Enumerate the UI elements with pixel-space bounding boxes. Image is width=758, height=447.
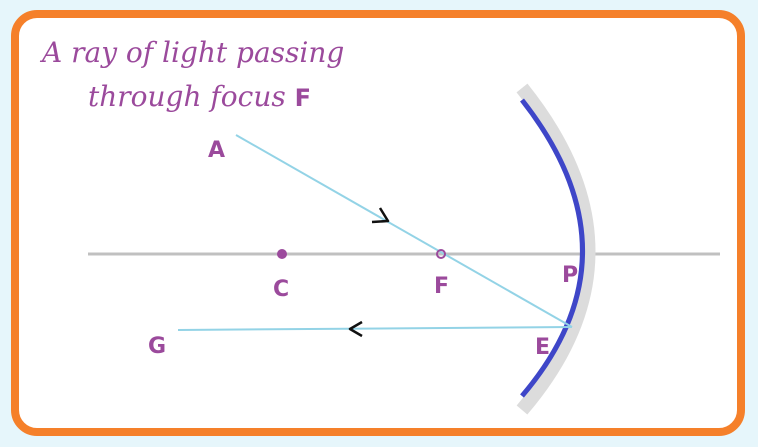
reflected-ray	[177, 326, 573, 331]
panel-border	[11, 10, 745, 436]
incident-arrow-icon	[371, 207, 390, 224]
label-c: C	[273, 277, 289, 302]
label-a: A	[208, 138, 225, 163]
point-f-dot	[436, 249, 446, 259]
concave-mirror	[520, 98, 585, 398]
title-line-1: A ray of light passing	[39, 36, 344, 69]
point-c-dot	[277, 249, 287, 259]
label-g: G	[148, 334, 166, 359]
title-line-2-text: through focus	[88, 80, 295, 113]
title-line-2: through focus F	[88, 80, 311, 113]
mirror-shadow	[516, 83, 596, 415]
label-f: F	[434, 274, 449, 299]
label-p: P	[562, 263, 578, 288]
incident-ray	[235, 134, 573, 328]
label-e: E	[535, 335, 550, 360]
title-focus-letter: F	[295, 84, 311, 112]
reflected-arrow-icon	[348, 320, 363, 338]
